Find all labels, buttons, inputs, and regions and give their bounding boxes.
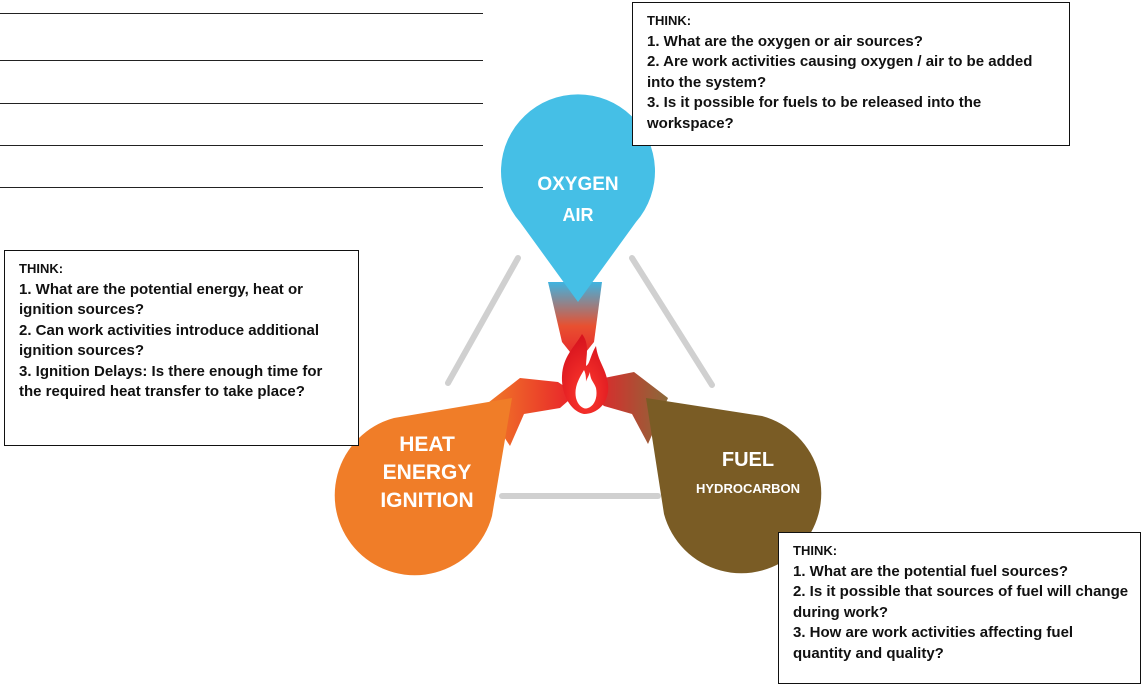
arrow-heat-to-flame: [484, 378, 576, 446]
think-question: 3. How are work activities affecting fue…: [793, 624, 1074, 662]
oxygen-node: [501, 94, 655, 303]
heat-node: [334, 398, 512, 576]
think-question: 3. Is it possible for fuels to be releas…: [647, 94, 982, 132]
think-title: THINK:: [793, 543, 838, 558]
think-box-oxygen: THINK: 1. What are the oxygen or air sou…: [632, 2, 1070, 146]
writing-line-1: [0, 13, 483, 14]
think-question: 1. What are the potential fuel sources?: [793, 562, 1069, 580]
oxygen-label-line2: AIR: [562, 205, 594, 225]
think-question: 1. What are the potential energy, heat o…: [19, 280, 303, 319]
think-question: 1. What are the oxygen or air sources?: [647, 32, 923, 50]
think-question: 2. Are work activities causing oxygen / …: [647, 53, 1033, 91]
fuel-label: FUEL HYDROCARBON: [688, 446, 808, 504]
heat-label-line1: HEAT: [399, 433, 455, 456]
think-question: 2. Is it possible that sources of fuel w…: [793, 583, 1129, 621]
heat-label-line2: ENERGY: [382, 461, 472, 484]
oxygen-label: OXYGEN AIR: [518, 170, 638, 230]
think-question: 2. Can work activities introduce additio…: [19, 321, 320, 360]
heat-label: HEAT ENERGY IGNITION: [362, 431, 492, 515]
writing-line-2: [0, 60, 483, 61]
think-title: THINK:: [647, 13, 692, 28]
arrow-oxygen-to-flame: [548, 282, 602, 362]
writing-line-5: [0, 187, 483, 188]
fuel-label-line2: HYDROCARBON: [696, 481, 800, 496]
heat-label-line3: IGNITION: [380, 489, 474, 512]
connector-lines: [445, 255, 715, 499]
think-title: THINK:: [19, 261, 64, 276]
writing-line-4: [0, 145, 483, 146]
think-question: 3. Ignition Delays: Is there enough time…: [19, 362, 323, 401]
connector-right: [629, 255, 715, 388]
writing-line-3: [0, 103, 483, 104]
think-box-heat: THINK: 1. What are the potential energy,…: [4, 250, 359, 446]
flame-icon: [561, 334, 609, 414]
fuel-label-line1: FUEL: [721, 449, 775, 471]
connector-left: [445, 255, 521, 386]
fuel-node: [646, 398, 822, 574]
think-box-fuel: THINK: 1. What are the potential fuel so…: [778, 532, 1141, 684]
oxygen-label-line1: OXYGEN: [537, 174, 619, 195]
